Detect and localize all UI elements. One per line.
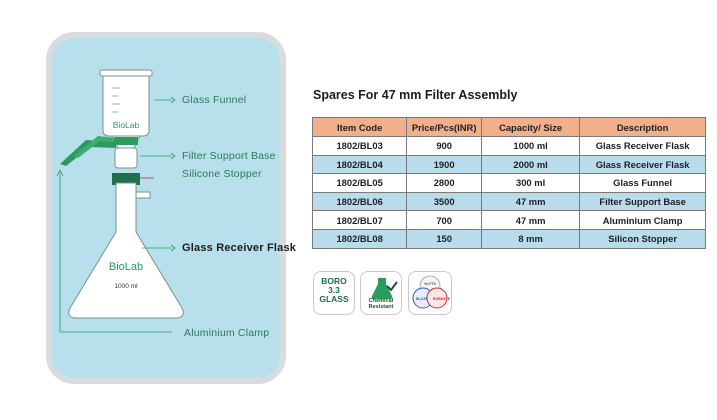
flask-volume: 1000 ml	[114, 283, 138, 290]
boro-line-3: GLASS	[319, 294, 349, 304]
filter-assembly-diagram: BioLab BioLab 1000 ml	[56, 69, 184, 333]
cell-price: 1900	[406, 154, 482, 175]
header-item-code: Item Code	[311, 117, 408, 137]
cell-description: Filter Support Base	[579, 191, 706, 212]
certification-badge: Ve.FTS BLAZE ROBUSTE	[408, 271, 452, 315]
cell-price: 700	[406, 210, 482, 230]
boro-line-1: BORO	[321, 276, 347, 286]
cell-item-code: 1802/BL04	[311, 154, 408, 175]
header-capacity: Capacity/ Size	[480, 117, 581, 137]
boro-line-2: 3.3	[328, 285, 340, 295]
chemical-line-1: Chemical	[368, 298, 394, 304]
cell-price: 2800	[406, 173, 482, 193]
cert-left-label: BLAZE	[416, 297, 428, 301]
flask-shield-icon	[371, 278, 398, 299]
cell-item-code: 1802/BL03	[311, 136, 408, 156]
label-aluminium-clamp: Aluminium Clamp	[184, 327, 270, 339]
label-glass-receiver-flask: Glass Receiver Flask	[182, 242, 297, 254]
cell-price: 150	[406, 228, 482, 249]
certification-circles-icon	[412, 275, 448, 309]
table-row: 1802/BL03 900 1000 ml Glass Receiver Fla…	[311, 136, 706, 156]
cell-price: 900	[406, 136, 482, 156]
cell-description: Silicon Stopper	[579, 228, 706, 249]
chemical-line-2: Resistant	[368, 304, 394, 310]
section-title: Spares For 47 mm Filter Assembly	[313, 88, 518, 102]
table-header-row: Item Code Price/Pcs(INR) Capacity/ Size …	[311, 117, 706, 137]
cert-top-label: Ve.FTS	[424, 282, 436, 286]
boro-glass-badge: BORO 3.3 GLASS	[313, 271, 355, 315]
spares-table: Item Code Price/Pcs(INR) Capacity/ Size …	[311, 117, 706, 249]
table-row: 1802/BL08 150 8 mm Silicon Stopper	[311, 228, 706, 249]
cell-capacity: 47 mm	[480, 210, 581, 230]
cert-right-label: ROBUSTE	[433, 297, 451, 301]
table-row: 1802/BL06 3500 47 mm Filter Support Base	[311, 191, 706, 212]
cell-capacity: 8 mm	[480, 228, 581, 249]
cell-capacity: 300 ml	[480, 173, 581, 193]
cell-item-code: 1802/BL06	[311, 191, 408, 212]
flask-brand: BioLab	[109, 261, 143, 273]
cell-capacity: 47 mm	[480, 191, 581, 212]
glass-receiver-flask: BioLab 1000 ml	[68, 182, 184, 319]
cell-description: Glass Receiver Flask	[579, 136, 706, 156]
label-silicone-stopper: Silicone Stopper	[182, 168, 262, 180]
table-row: 1802/BL04 1900 2000 ml Glass Receiver Fl…	[311, 154, 706, 175]
chemical-resistant-badge: Chemical Resistant	[360, 271, 402, 315]
aluminium-clamp	[60, 136, 138, 166]
product-image-panel	[46, 32, 286, 384]
cell-description: Aluminium Clamp	[579, 210, 706, 230]
table-row: 1802/BL05 2800 300 ml Glass Funnel	[311, 173, 706, 193]
funnel-brand: BioLab	[113, 120, 140, 130]
cell-item-code: 1802/BL05	[311, 173, 408, 193]
label-filter-support-base: Filter Support Base	[182, 150, 276, 162]
label-glass-funnel: Glass Funnel	[182, 94, 247, 106]
cell-description: Glass Receiver Flask	[579, 154, 706, 175]
table-row: 1802/BL07 700 47 mm Aluminium Clamp	[311, 210, 706, 230]
header-description: Description	[579, 117, 706, 137]
header-price: Price/Pcs(INR)	[406, 117, 482, 137]
cell-item-code: 1802/BL08	[311, 228, 408, 249]
glass-funnel: BioLab	[99, 69, 153, 137]
cell-item-code: 1802/BL07	[311, 210, 408, 230]
cell-price: 3500	[406, 191, 482, 212]
cell-description: Glass Funnel	[579, 173, 706, 193]
cell-capacity: 2000 ml	[480, 154, 581, 175]
cell-capacity: 1000 ml	[480, 136, 581, 156]
